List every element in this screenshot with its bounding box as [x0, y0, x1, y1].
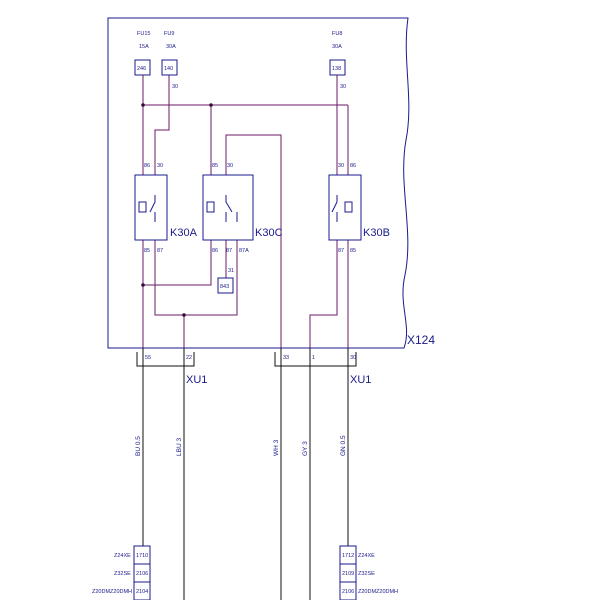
- junction-dot: [141, 283, 145, 287]
- connector-pin: 55: [145, 355, 151, 361]
- terminal-block-left: [133, 545, 151, 600]
- connector-pin: 30: [350, 355, 356, 361]
- relay-k30c-pin: 30: [227, 163, 233, 169]
- terminal-block-right: [339, 545, 357, 600]
- relay-k30c-pin: 87A: [239, 248, 249, 254]
- relay-k30a-coil-icon: [138, 201, 147, 213]
- relay-k30a-name: K30A: [170, 227, 198, 239]
- relay-k30a-contact-icon: [149, 195, 156, 222]
- junction-box: [217, 277, 234, 294]
- wire-label: BU 0.5: [135, 436, 142, 456]
- fuse-fu9-rating: 30A: [166, 44, 176, 50]
- terminal-code: 2109: [342, 571, 354, 577]
- fuse-fu15-rating: 15A: [139, 44, 149, 50]
- fuse-fu15-name: FU15: [137, 31, 150, 37]
- junction-dot: [209, 103, 213, 107]
- relay-k30b-coil-icon: [344, 201, 353, 213]
- connector-xu1-right: [274, 352, 357, 367]
- terminal-name: Z24XE: [358, 553, 375, 559]
- fuse-fu9-name: FU9: [164, 31, 174, 37]
- fuse-fu15-code: 246: [137, 66, 146, 72]
- relay-k30a-pin: 85: [144, 248, 150, 254]
- connector-label: XU1: [350, 374, 371, 386]
- connector-xu1-left: [136, 352, 195, 367]
- relay-k30c-pin: 85: [212, 163, 218, 169]
- terminal-name: Z24XE: [114, 553, 131, 559]
- fuse-fu8-name: FU8: [332, 31, 342, 37]
- junction-dot: [182, 313, 186, 317]
- relay-k30c-box: [202, 174, 254, 241]
- relay-k30b-pin: 30: [338, 163, 344, 169]
- relay-k30c-contact-icon: [225, 195, 238, 222]
- internal-wires: [142, 75, 349, 348]
- relay-k30b-pin: 87: [338, 248, 344, 254]
- connector-pin: 1: [312, 355, 315, 361]
- junction-code: 843: [220, 284, 229, 290]
- connector-pin: 33: [283, 355, 289, 361]
- terminal-code: 2106: [136, 571, 148, 577]
- module-outline: [107, 17, 410, 349]
- fuse-fu8-code: 138: [332, 66, 341, 72]
- terminal-name: Z32SE: [114, 571, 131, 577]
- terminal-name: Z20DMZ20DMH: [358, 589, 398, 595]
- junction-dot: [141, 103, 145, 107]
- terminal-code: 2104: [136, 589, 148, 595]
- relay-k30c-coil-icon: [206, 201, 215, 213]
- module-label: X124: [407, 333, 435, 347]
- fuse-fu9-code: 140: [164, 66, 173, 72]
- fuse-fu8-pin: 30: [340, 84, 346, 90]
- terminal-code: 1712: [342, 553, 354, 559]
- terminal-code: 1710: [136, 553, 148, 559]
- relay-k30c-name: K30C: [255, 227, 283, 239]
- terminal-code: 2106: [342, 589, 354, 595]
- fuse-fu8-rating: 30A: [332, 44, 342, 50]
- relay-k30a-pin: 86: [144, 163, 150, 169]
- wire-label: GY 3: [302, 441, 309, 456]
- relay-k30a-pin: 30: [157, 163, 163, 169]
- relay-k30b-pin: 85: [350, 248, 356, 254]
- relay-k30b-name: K30B: [363, 227, 390, 239]
- junction-pin: 31: [228, 268, 234, 274]
- relay-k30b-pin: 86: [350, 163, 356, 169]
- relay-k30a-pin: 87: [157, 248, 163, 254]
- fuse-fu9-pin: 30: [172, 84, 178, 90]
- external-wires: [142, 348, 349, 600]
- terminal-name: Z20DMZ20DMH: [92, 589, 132, 595]
- wire-label: WH 3: [273, 439, 280, 456]
- relay-k30a-box: [134, 174, 168, 241]
- terminal-name: Z32SE: [358, 571, 375, 577]
- relay-k30c-pin: 87: [226, 248, 232, 254]
- relay-k30b-contact-icon: [331, 195, 338, 222]
- wire-label: LBU 3: [176, 438, 183, 456]
- connector-label: XU1: [186, 374, 207, 386]
- wire-label: GN 0.5: [340, 435, 347, 456]
- connector-pin: 22: [186, 355, 192, 361]
- relay-k30c-pin: 86: [212, 248, 218, 254]
